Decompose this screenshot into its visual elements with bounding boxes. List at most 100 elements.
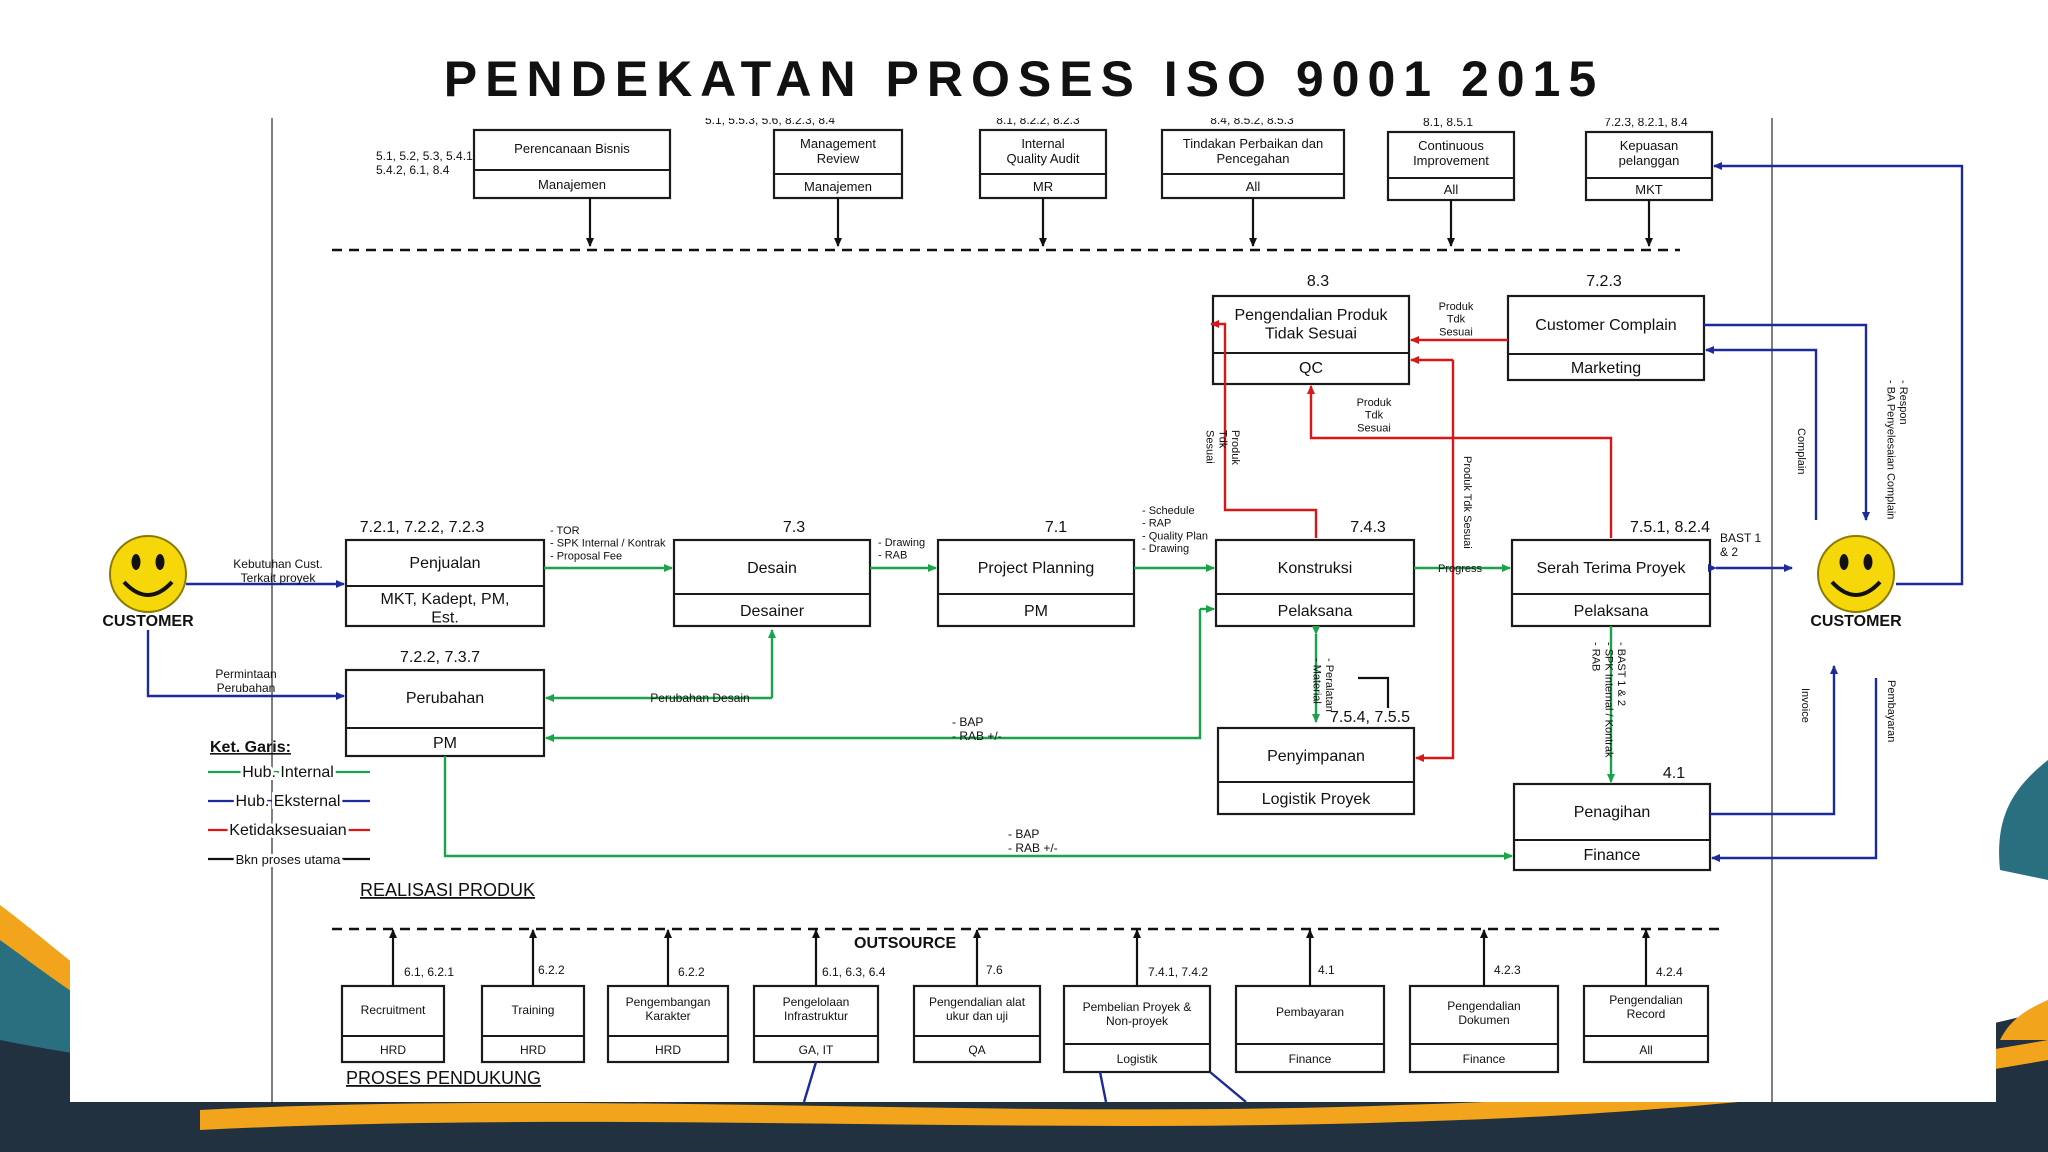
deco-teal-wave-right [1999,760,2048,880]
box-name: Customer Complain [1535,317,1676,334]
support-recruitment: 6.1, 6.2.1 Recruitment HRD [340,965,454,1064]
box-owner: Logistik Proyek [1262,791,1371,808]
support-ref: 6.1, 6.3, 6.4 [822,965,886,979]
section-pendukung: PROSES PENDUKUNG [346,1068,541,1088]
support-owner: HRD [520,1043,546,1057]
support-ref: 4.1 [1318,963,1335,977]
box-serah-terima: 7.5.1, 8.2.4 Serah Terima Proyek Pelaksa… [1510,519,1712,628]
label-respon: - Respon- BA Penyelesaian Complain [1884,380,1909,519]
smiley-icon [109,535,187,613]
box-ref: 7.5.1, 8.2.4 [1630,519,1710,536]
mgmt-ref: 8.4, 8.5.2, 8.5.3 [1210,118,1294,127]
box-owner: Desainer [740,603,805,620]
support-owner: HRD [380,1043,406,1057]
support-ref: 7.6 [986,963,1003,977]
label-invoice: Invoice [1799,688,1811,723]
box-desain: 7.3 Desain Desainer [672,519,872,628]
mgmt-ref: 7.2.3, 8.2.1, 8.4 [1604,118,1688,129]
legend-item-external: Hub. Eksternal [208,790,370,813]
legend-title: Ket. Garis: [210,739,291,756]
mgmt-owner: Manajemen [804,179,872,194]
mgmt-down-arrows [586,198,1653,247]
legend-label: Ketidaksesuaian [229,822,346,839]
support-owner: GA, IT [799,1043,834,1057]
label-kebutuhan: Kebutuhan Cust.Terkait proyek [233,557,322,585]
support-name: Training [512,1003,555,1017]
customer-label: CUSTOMER [102,613,194,630]
box-customer-complain: 7.2.3 Customer Complain Marketing [1506,273,1706,382]
box-ref: 7.5.4, 7.5.5 [1330,709,1410,726]
support-ref: 6.2.2 [678,965,705,979]
box-ref: 7.1 [1045,519,1067,536]
flow-labels: Kebutuhan Cust.Terkait proyek Permintaan… [215,301,1909,855]
section-realisasi: REALISASI PRODUK [360,880,535,900]
support-owner: Finance [1289,1052,1332,1066]
box-name: Serah Terima Proyek [1536,560,1686,577]
mgmt-owner: MR [1033,179,1053,194]
support-name: Pembayaran [1276,1005,1344,1019]
support-up-arrows [389,929,1650,986]
support-ref: 4.2.3 [1494,963,1521,977]
customer-left: CUSTOMER [102,535,194,630]
support-owner: QA [968,1043,985,1057]
label-bast-spk: - BAST 1 & 2- SPK Internal / Kontrak- RA… [1590,642,1627,758]
support-name: Recruitment [361,1003,426,1017]
legend-item-outside: Bkn proses utama [208,849,370,870]
label-tor: - TOR- SPK Internal / Kontrak- Proposal … [550,525,666,562]
diagram-frame: 5.1, 5.2, 5.3, 5.4.1,5.4.2, 6.1, 8.4 Per… [70,118,1996,1102]
box-project-planning: 7.1 Project Planning PM [936,519,1136,628]
support-owner: Logistik [1117,1052,1159,1066]
box-owner: Marketing [1571,360,1641,377]
box-name: Perubahan [406,690,484,707]
bottom-outgoing-lines [802,1061,1247,1102]
label-peralatan: - Peralatan- Material [1310,658,1335,712]
box-owner: PM [433,735,457,752]
box-owner: Pelaksana [1278,603,1353,620]
box-owner: PM [1024,603,1048,620]
internal-connectors [443,564,1615,860]
box-owner: Pelaksana [1574,603,1649,620]
support-owner: HRD [655,1043,681,1057]
iso-process-diagram: 5.1, 5.2, 5.3, 5.4.1,5.4.2, 6.1, 8.4 Per… [102,118,1964,1102]
support-ref: 4.2.4 [1656,965,1683,979]
box-konstruksi: 7.4.3 Konstruksi Pelaksana [1214,519,1416,628]
mgmt-name: Perencanaan Bisnis [514,141,630,156]
box-ref: 7.2.1, 7.2.2, 7.2.3 [360,519,485,536]
support-training: 6.2.2 Training HRD [480,963,586,1064]
support-pembayaran: 4.1 Pembayaran Finance [1234,963,1386,1074]
support-pembelian: 7.4.1, 7.4.2 Pembelian Proyek &Non-proye… [1062,965,1212,1074]
legend: Ket. Garis: Hub. Internal Hub. Eksternal… [208,739,370,870]
support-ref: 7.4.1, 7.4.2 [1148,965,1208,979]
mgmt-owner: Manajemen [538,177,606,192]
box-ref: 7.4.3 [1350,519,1386,536]
nonconformity-connectors [1210,320,1613,762]
bracket-line [1358,676,1390,708]
mgmt-owner: MKT [1635,182,1663,197]
box-penjualan: 7.2.1, 7.2.2, 7.2.3 Penjualan MKT, Kadep… [344,519,546,628]
mgmt-perencanaan-bisnis: 5.1, 5.2, 5.3, 5.4.1,5.4.2, 6.1, 8.4 Per… [376,128,672,200]
smiley-icon [1817,535,1895,613]
slide-title: PENDEKATAN PROSES ISO 9001 2015 [443,51,1605,107]
support-ref: 6.1, 6.2.1 [404,965,454,979]
support-owner: All [1639,1043,1652,1057]
customer-right: CUSTOMER [1810,535,1902,630]
box-name: Konstruksi [1278,560,1353,577]
section-outsource: OUTSOURCE [854,935,957,952]
support-name: Pembelian Proyek &Non-proyek [1083,1000,1192,1028]
